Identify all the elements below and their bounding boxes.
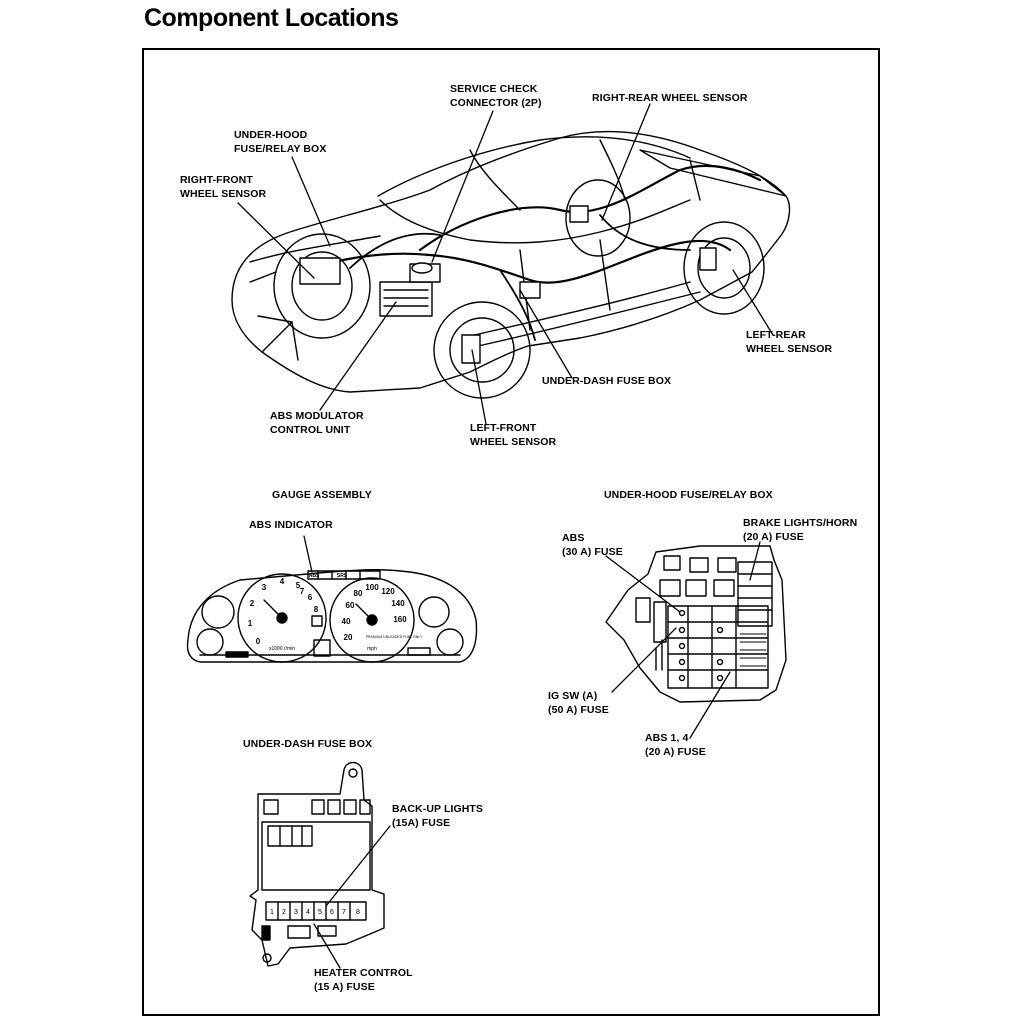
- fuse-number-4: 4: [306, 909, 310, 916]
- car-leader-lines: [237, 103, 774, 425]
- page-title: Component Locations: [144, 4, 399, 32]
- tach-number-5: 5: [296, 581, 301, 590]
- speed-number-20: 20: [344, 633, 353, 642]
- heading-under-dash-fuse-box: UNDER-DASH FUSE BOX: [243, 738, 373, 750]
- under-dash-fuse-box: [249, 761, 385, 967]
- fuse-number-7: 7: [342, 909, 346, 916]
- speed-unit: mph: [367, 646, 377, 652]
- under-hood-fuse-box: [605, 545, 787, 703]
- fuse-number-2: 2: [282, 909, 286, 916]
- label-right-rear-wheel-sensor: RIGHT-REAR WHEEL SENSOR: [592, 92, 748, 104]
- srs-indicator-light: SRS: [337, 573, 348, 579]
- speed-number-80: 80: [354, 589, 363, 598]
- tach-number-0: 0: [256, 637, 261, 646]
- diagram-frame: [142, 48, 880, 1016]
- fuse-number-8: 8: [356, 909, 360, 916]
- under-dash-leader-lines: [313, 825, 391, 969]
- tach-number-2: 2: [250, 599, 255, 608]
- label-ig-sw-50a-fuse: IG SW (A)(50 A) FUSE: [548, 690, 609, 716]
- heading-gauge-assembly: GAUGE ASSEMBLY: [272, 489, 372, 501]
- speed-number-160: 160: [393, 615, 407, 624]
- tach-number-3: 3: [262, 583, 267, 592]
- car-illustration: [231, 130, 791, 399]
- fuse-number-3: 3: [294, 909, 298, 916]
- speed-number-60: 60: [346, 601, 355, 610]
- abs-indicator-light: ABS: [309, 573, 320, 579]
- speed-number-100: 100: [365, 583, 379, 592]
- fuse-relay-leader-lines: [605, 541, 761, 739]
- label-heater-control-fuse: HEATER CONTROL(15 A) FUSE: [314, 967, 413, 993]
- tach-number-7: 7: [300, 587, 305, 596]
- speed-number-40: 40: [342, 617, 351, 626]
- fuse-number-1: 1: [270, 909, 274, 916]
- tach-number-4: 4: [280, 577, 285, 586]
- label-back-up-lights-fuse: BACK-UP LIGHTS(15A) FUSE: [392, 803, 484, 829]
- speed-number-120: 120: [381, 587, 395, 596]
- label-abs-1-4-fuse: ABS 1, 4(20 A) FUSE: [645, 732, 706, 758]
- tach-unit: x1000 r/min: [269, 646, 295, 652]
- gauge-cluster: [186, 568, 478, 663]
- tach-number-1: 1: [248, 619, 253, 628]
- label-brake-lights-horn-fuse: BRAKE LIGHTS/HORN(20 A) FUSE: [743, 517, 858, 543]
- speed-number-140: 140: [391, 599, 405, 608]
- tach-number-6: 6: [308, 593, 313, 602]
- label-abs-30a-fuse: ABS(30 A) FUSE: [562, 532, 623, 558]
- label-under-dash-fuse-box: UNDER-DASH FUSE BOX: [542, 375, 672, 387]
- heading-under-hood-fuse-relay-box: UNDER-HOOD FUSE/RELAY BOX: [604, 489, 773, 501]
- fuse-number-6: 6: [330, 909, 334, 916]
- fuse-number-5: 5: [318, 909, 322, 916]
- tach-number-8: 8: [314, 605, 319, 614]
- fuel-note: PREMIUM UNLEADED FUEL ONLY: [366, 635, 423, 639]
- label-abs-indicator: ABS INDICATOR: [249, 519, 333, 531]
